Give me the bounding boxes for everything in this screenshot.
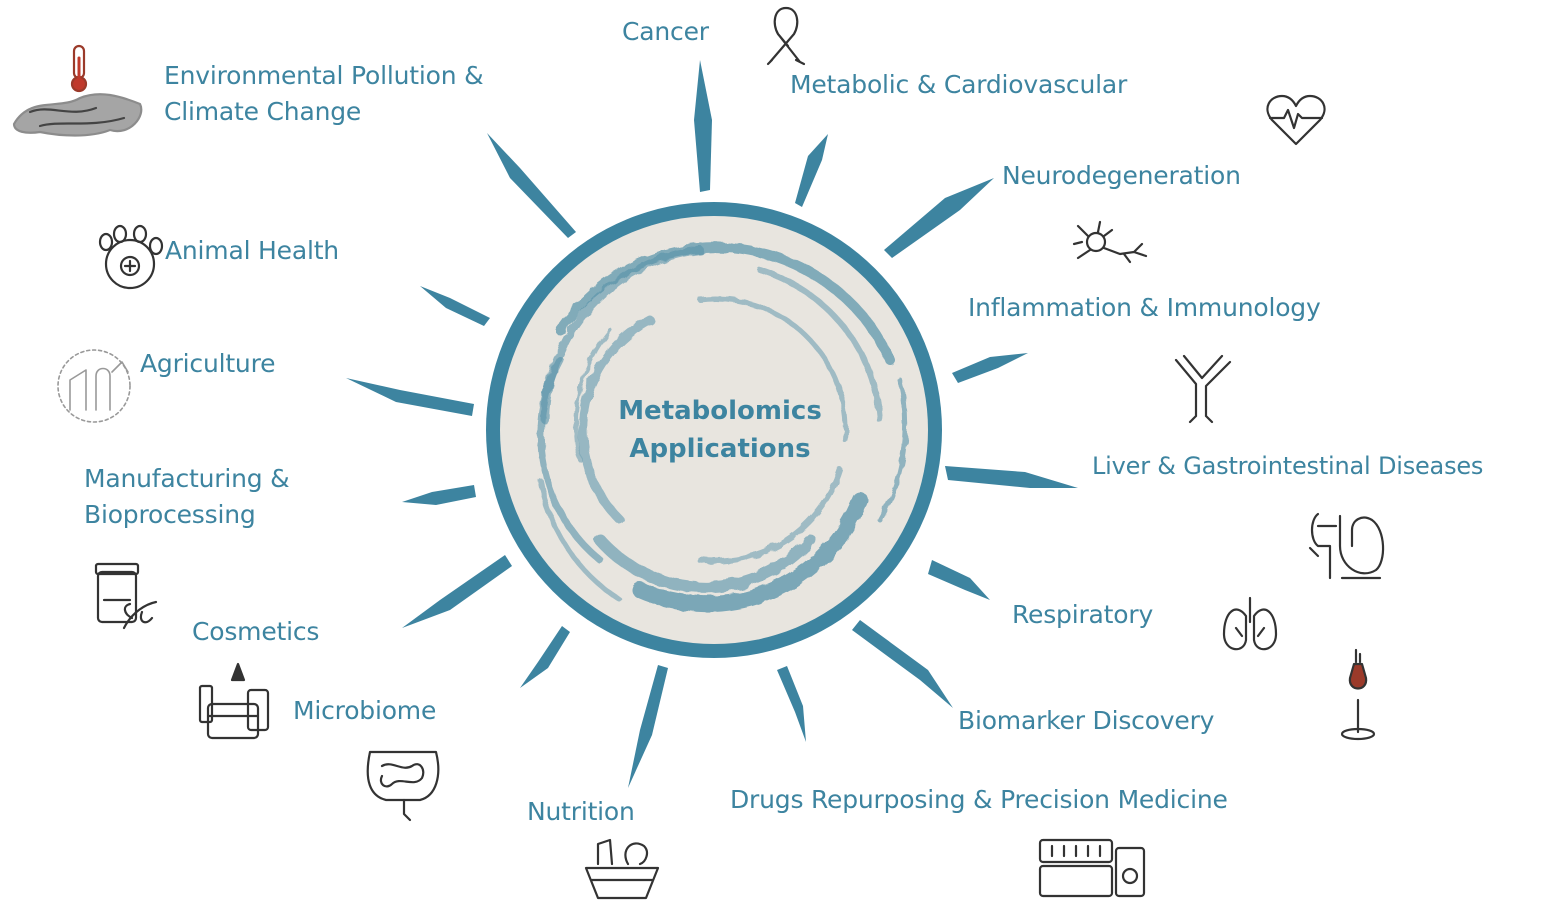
paw-icon xyxy=(98,224,164,290)
ray-cosmetics xyxy=(402,555,512,628)
label-microbiome: Microbiome xyxy=(293,696,437,725)
ray-cancer xyxy=(694,60,712,192)
label-manufacturing: Manufacturing & xyxy=(84,464,290,493)
ray-agriculture xyxy=(346,378,474,416)
label-cancer: Cancer xyxy=(622,17,709,46)
neuron-icon xyxy=(1072,220,1148,264)
antibody-icon xyxy=(1174,354,1232,424)
center-title: Metabolomics Applications xyxy=(570,392,870,468)
label-bioprocessing: Bioprocessing xyxy=(84,500,256,529)
cosmetics-icon xyxy=(198,662,270,740)
thermometer-pollution-icon xyxy=(12,44,143,137)
digestive-organs-icon xyxy=(1308,512,1385,580)
ribbon-icon xyxy=(766,6,806,66)
center-title-line2: Applications xyxy=(629,434,811,464)
ray-liver xyxy=(945,466,1078,488)
ray-environment xyxy=(487,133,576,238)
ray-drugs xyxy=(777,666,806,742)
jar-plant-icon xyxy=(94,562,158,630)
center-title-line1: Metabolomics xyxy=(618,396,822,426)
label-respiratory: Respiratory xyxy=(1012,600,1154,629)
central-circle xyxy=(486,202,942,658)
label-nutrition: Nutrition xyxy=(527,797,635,826)
ray-neuro xyxy=(884,178,994,258)
ray-inflammation xyxy=(952,353,1028,383)
food-basket-icon xyxy=(584,838,660,900)
label-animal-health: Animal Health xyxy=(165,236,339,265)
ray-respiratory xyxy=(928,560,990,600)
ray-animal xyxy=(420,286,490,326)
label-metabolic-cardiovascular: Metabolic & Cardiovascular xyxy=(790,70,1128,99)
ray-metabolic xyxy=(795,134,828,207)
flask-target-icon xyxy=(1340,648,1376,741)
label-environmental-pollution: Environmental Pollution & xyxy=(164,61,484,90)
ray-group xyxy=(346,60,1078,788)
label-neurodegeneration: Neurodegeneration xyxy=(1002,161,1241,190)
agriculture-icon xyxy=(57,349,131,423)
label-biomarker-discovery: Biomarker Discovery xyxy=(958,706,1215,735)
ray-biomarker xyxy=(852,620,953,708)
label-inflammation-immunology: Inflammation & Immunology xyxy=(968,293,1321,322)
label-drugs-precision-medicine: Drugs Repurposing & Precision Medicine xyxy=(730,785,1228,814)
lungs-icon xyxy=(1222,596,1278,651)
intestine-icon xyxy=(366,750,440,822)
pills-icon xyxy=(1038,838,1146,898)
label-climate-change: Climate Change xyxy=(164,97,362,126)
label-cosmetics: Cosmetics xyxy=(192,617,320,646)
heart-pulse-icon xyxy=(1266,94,1326,146)
label-agriculture: Agriculture xyxy=(140,349,276,378)
ray-manufacturing xyxy=(402,485,476,505)
label-liver-gastrointestinal: Liver & Gastrointestinal Diseases xyxy=(1092,452,1484,480)
ray-nutrition xyxy=(628,665,668,788)
ray-microbiome xyxy=(520,626,570,688)
